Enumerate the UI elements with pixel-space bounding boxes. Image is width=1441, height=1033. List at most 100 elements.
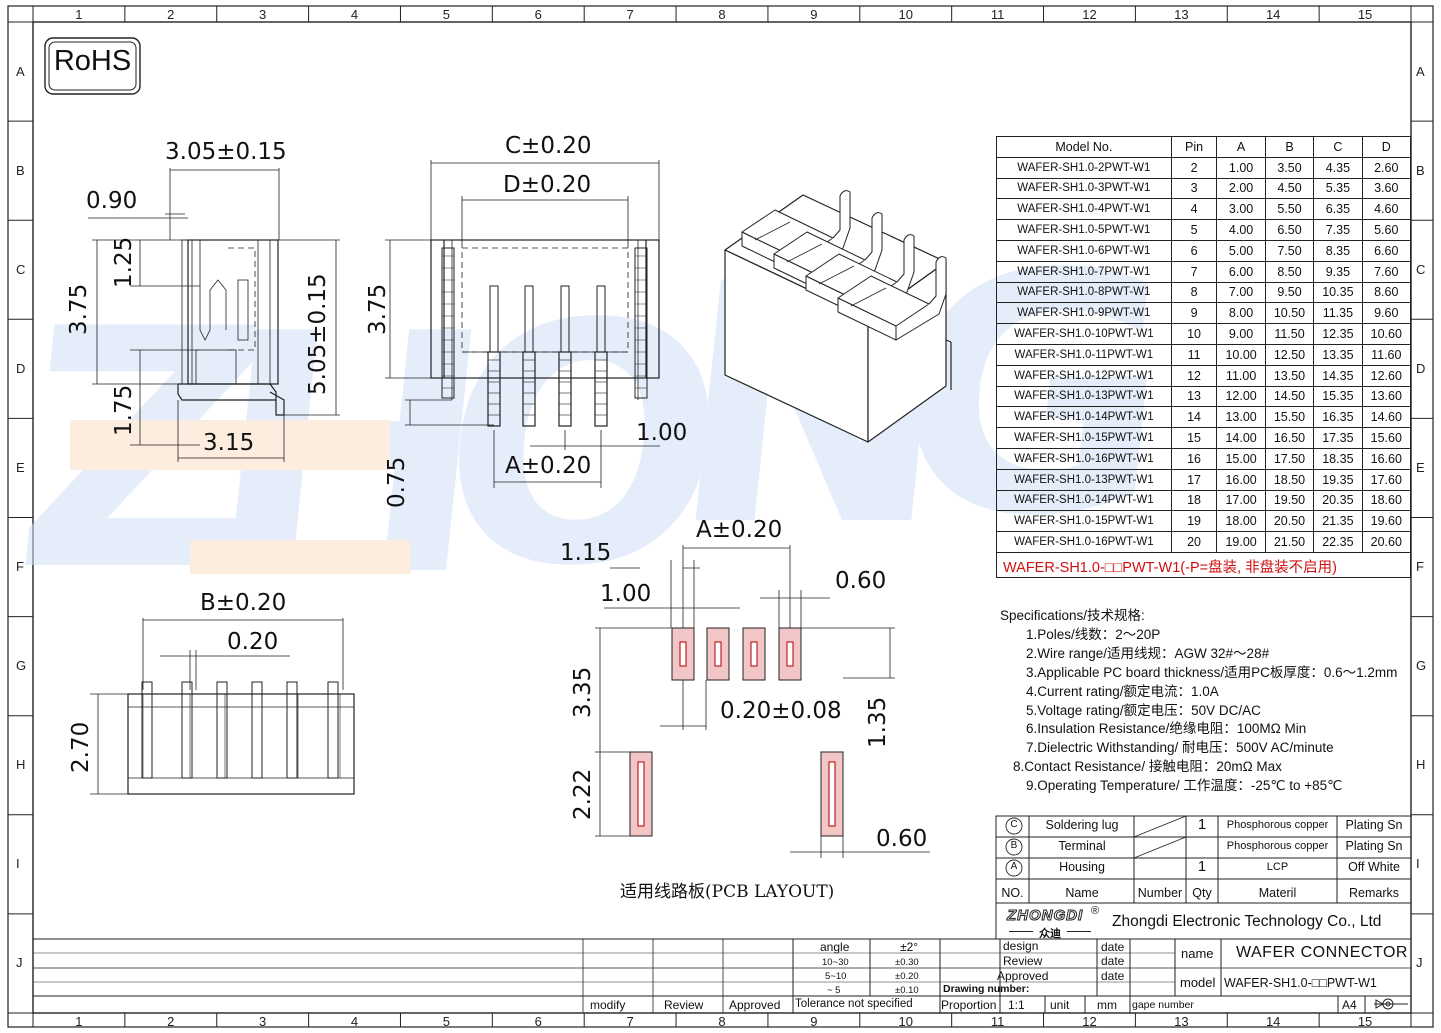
table-cell: 13.50 <box>1264 364 1315 387</box>
table-cell: 18 <box>1170 489 1218 512</box>
front-lug-1 <box>441 247 455 399</box>
zone-col-12-top: 12 <box>1082 7 1097 22</box>
tb-size: A4 <box>1342 998 1357 1012</box>
table-cell: 17.35 <box>1313 427 1363 449</box>
table-cell: 9 <box>1170 302 1218 325</box>
table-cell: WAFER-SH1.0-16PWT-W1 <box>996 531 1172 553</box>
bom-remark: Off White <box>1348 860 1400 874</box>
zone-col-14-top: 14 <box>1265 7 1281 22</box>
table-cell: 8.60 <box>1361 281 1412 304</box>
tol-r3: ~ 5 <box>827 985 841 996</box>
rev-review: Review <box>664 998 704 1012</box>
spec-item: 9.Operating Temperature/ 工作温度：-25℃ to +8… <box>1026 778 1343 794</box>
tol-angle-value: ±2° <box>900 940 919 954</box>
front-lug-2 <box>634 247 648 399</box>
bom-header-remark: Remarks <box>1348 886 1399 900</box>
table-cell: 20.35 <box>1313 489 1363 512</box>
table-cell: 15.60 <box>1361 427 1412 449</box>
model-col-header: A <box>1216 136 1266 158</box>
rev-modify: modify <box>590 998 626 1012</box>
spec-item: 2.Wire range/适用线规：AGW 32#～28# <box>1026 645 1270 661</box>
logo-cn: 众迪 <box>1039 928 1061 940</box>
dim-pcb-a: A±0.20 <box>696 517 783 543</box>
dim-front-d: D±0.20 <box>503 172 592 198</box>
dim-front-375: 3.75 <box>365 283 391 335</box>
spec-item: 8.Contact Resistance/ 接触电阻：20mΩ Max <box>1013 759 1282 775</box>
zone-row-B-r: B <box>1416 162 1425 178</box>
bom-header-qty: Qty <box>1192 886 1212 900</box>
dim-side-width: 3.05±0.15 <box>165 139 287 165</box>
spec-item: 1.Poles/线数：2～20P <box>1026 626 1161 642</box>
zone-row-G-l: G <box>16 658 27 674</box>
pcb-caption: 适用线路板(PCB LAYOUT) <box>620 882 835 902</box>
table-cell: WAFER-SH1.0-2PWT-W1 <box>996 156 1172 179</box>
zone-col-3-bot: 3 <box>259 1014 267 1029</box>
tb-date-2: date <box>1101 954 1125 968</box>
model-col-header: Model No. <box>996 136 1172 158</box>
tb-date-3: date <box>1101 969 1125 983</box>
table-cell: 4.60 <box>1361 198 1412 221</box>
zone-row-F-l: F <box>16 559 24 575</box>
table-cell: WAFER-SH1.0-14PWT-W1 <box>996 406 1172 429</box>
tol-angle: angle <box>820 940 850 954</box>
table-cell: 8 <box>1170 281 1218 304</box>
bottom-view <box>90 618 355 795</box>
table-cell: WAFER-SH1.0-4PWT-W1 <box>996 198 1172 221</box>
table-cell: 14.35 <box>1313 364 1363 387</box>
dim-pcb-222: 2.22 <box>570 768 596 820</box>
table-cell: 13.00 <box>1216 406 1266 429</box>
table-cell: 5.00 <box>1216 239 1266 262</box>
table-cell: 12.00 <box>1216 385 1266 408</box>
table-cell: 14.00 <box>1216 427 1266 449</box>
bottom-pin-1 <box>141 681 153 779</box>
bom-mark-circle <box>1005 838 1023 856</box>
table-cell: 19.50 <box>1264 489 1315 512</box>
svg-text:O: O <box>423 255 744 639</box>
tb-model-value: WAFER-SH1.0-□□PWT-W1 <box>1224 976 1377 990</box>
zone-row-I-r: I <box>1416 856 1420 872</box>
table-cell: WAFER-SH1.0-3PWT-W1 <box>996 177 1172 200</box>
dim-front-pitch: 1.00 <box>636 420 688 446</box>
bom-mark-circle <box>1005 817 1023 835</box>
table-cell: 5.60 <box>1361 219 1412 241</box>
rohs-box-outer <box>44 37 141 95</box>
zone-col-15-top: 15 <box>1357 7 1373 22</box>
dim-pcb-100: 1.00 <box>600 581 652 607</box>
tol-r2: 5~10 <box>825 971 847 982</box>
model-note: WAFER-SH1.0-□□PWT-W1(-P=盘装, 非盘装不启用) <box>1003 560 1337 576</box>
table-cell: 9.35 <box>1313 260 1363 283</box>
table-cell: 18.60 <box>1361 489 1412 512</box>
table-cell: 7.00 <box>1216 281 1266 304</box>
table-cell: 13.35 <box>1313 343 1363 366</box>
bottom-pin-3 <box>216 681 228 779</box>
zone-col-4-top: 4 <box>350 7 359 22</box>
table-cell: WAFER-SH1.0-6PWT-W1 <box>996 239 1172 262</box>
zone-col-3-top: 3 <box>259 7 267 22</box>
rohs-box-inner <box>48 41 137 91</box>
dim-front-c: C±0.20 <box>505 133 592 159</box>
zone-row-A-r: A <box>1416 63 1425 79</box>
bom-name: Terminal <box>1058 839 1106 853</box>
dim-side-175: 1.75 <box>111 384 137 436</box>
zone-col-12-bot: 12 <box>1082 1014 1097 1029</box>
table-cell: 21.35 <box>1313 510 1363 533</box>
table-cell: 16.00 <box>1216 468 1266 491</box>
table-cell: 3.00 <box>1216 198 1266 221</box>
table-cell: WAFER-SH1.0-7PWT-W1 <box>996 260 1172 283</box>
model-col-header: B <box>1264 136 1315 158</box>
table-cell: 14.60 <box>1361 406 1412 429</box>
table-cell: WAFER-SH1.0-11PWT-W1 <box>996 343 1172 366</box>
bottom-pin-4 <box>251 681 263 779</box>
side-view <box>88 168 340 462</box>
table-cell: 19.60 <box>1361 510 1412 533</box>
bom-mark-circle <box>1005 859 1023 877</box>
table-cell: 13.60 <box>1361 385 1412 408</box>
table-cell: 3.60 <box>1361 177 1412 200</box>
spec-item: 3.Applicable PC board thickness/适用PC板厚度：… <box>1026 664 1398 680</box>
